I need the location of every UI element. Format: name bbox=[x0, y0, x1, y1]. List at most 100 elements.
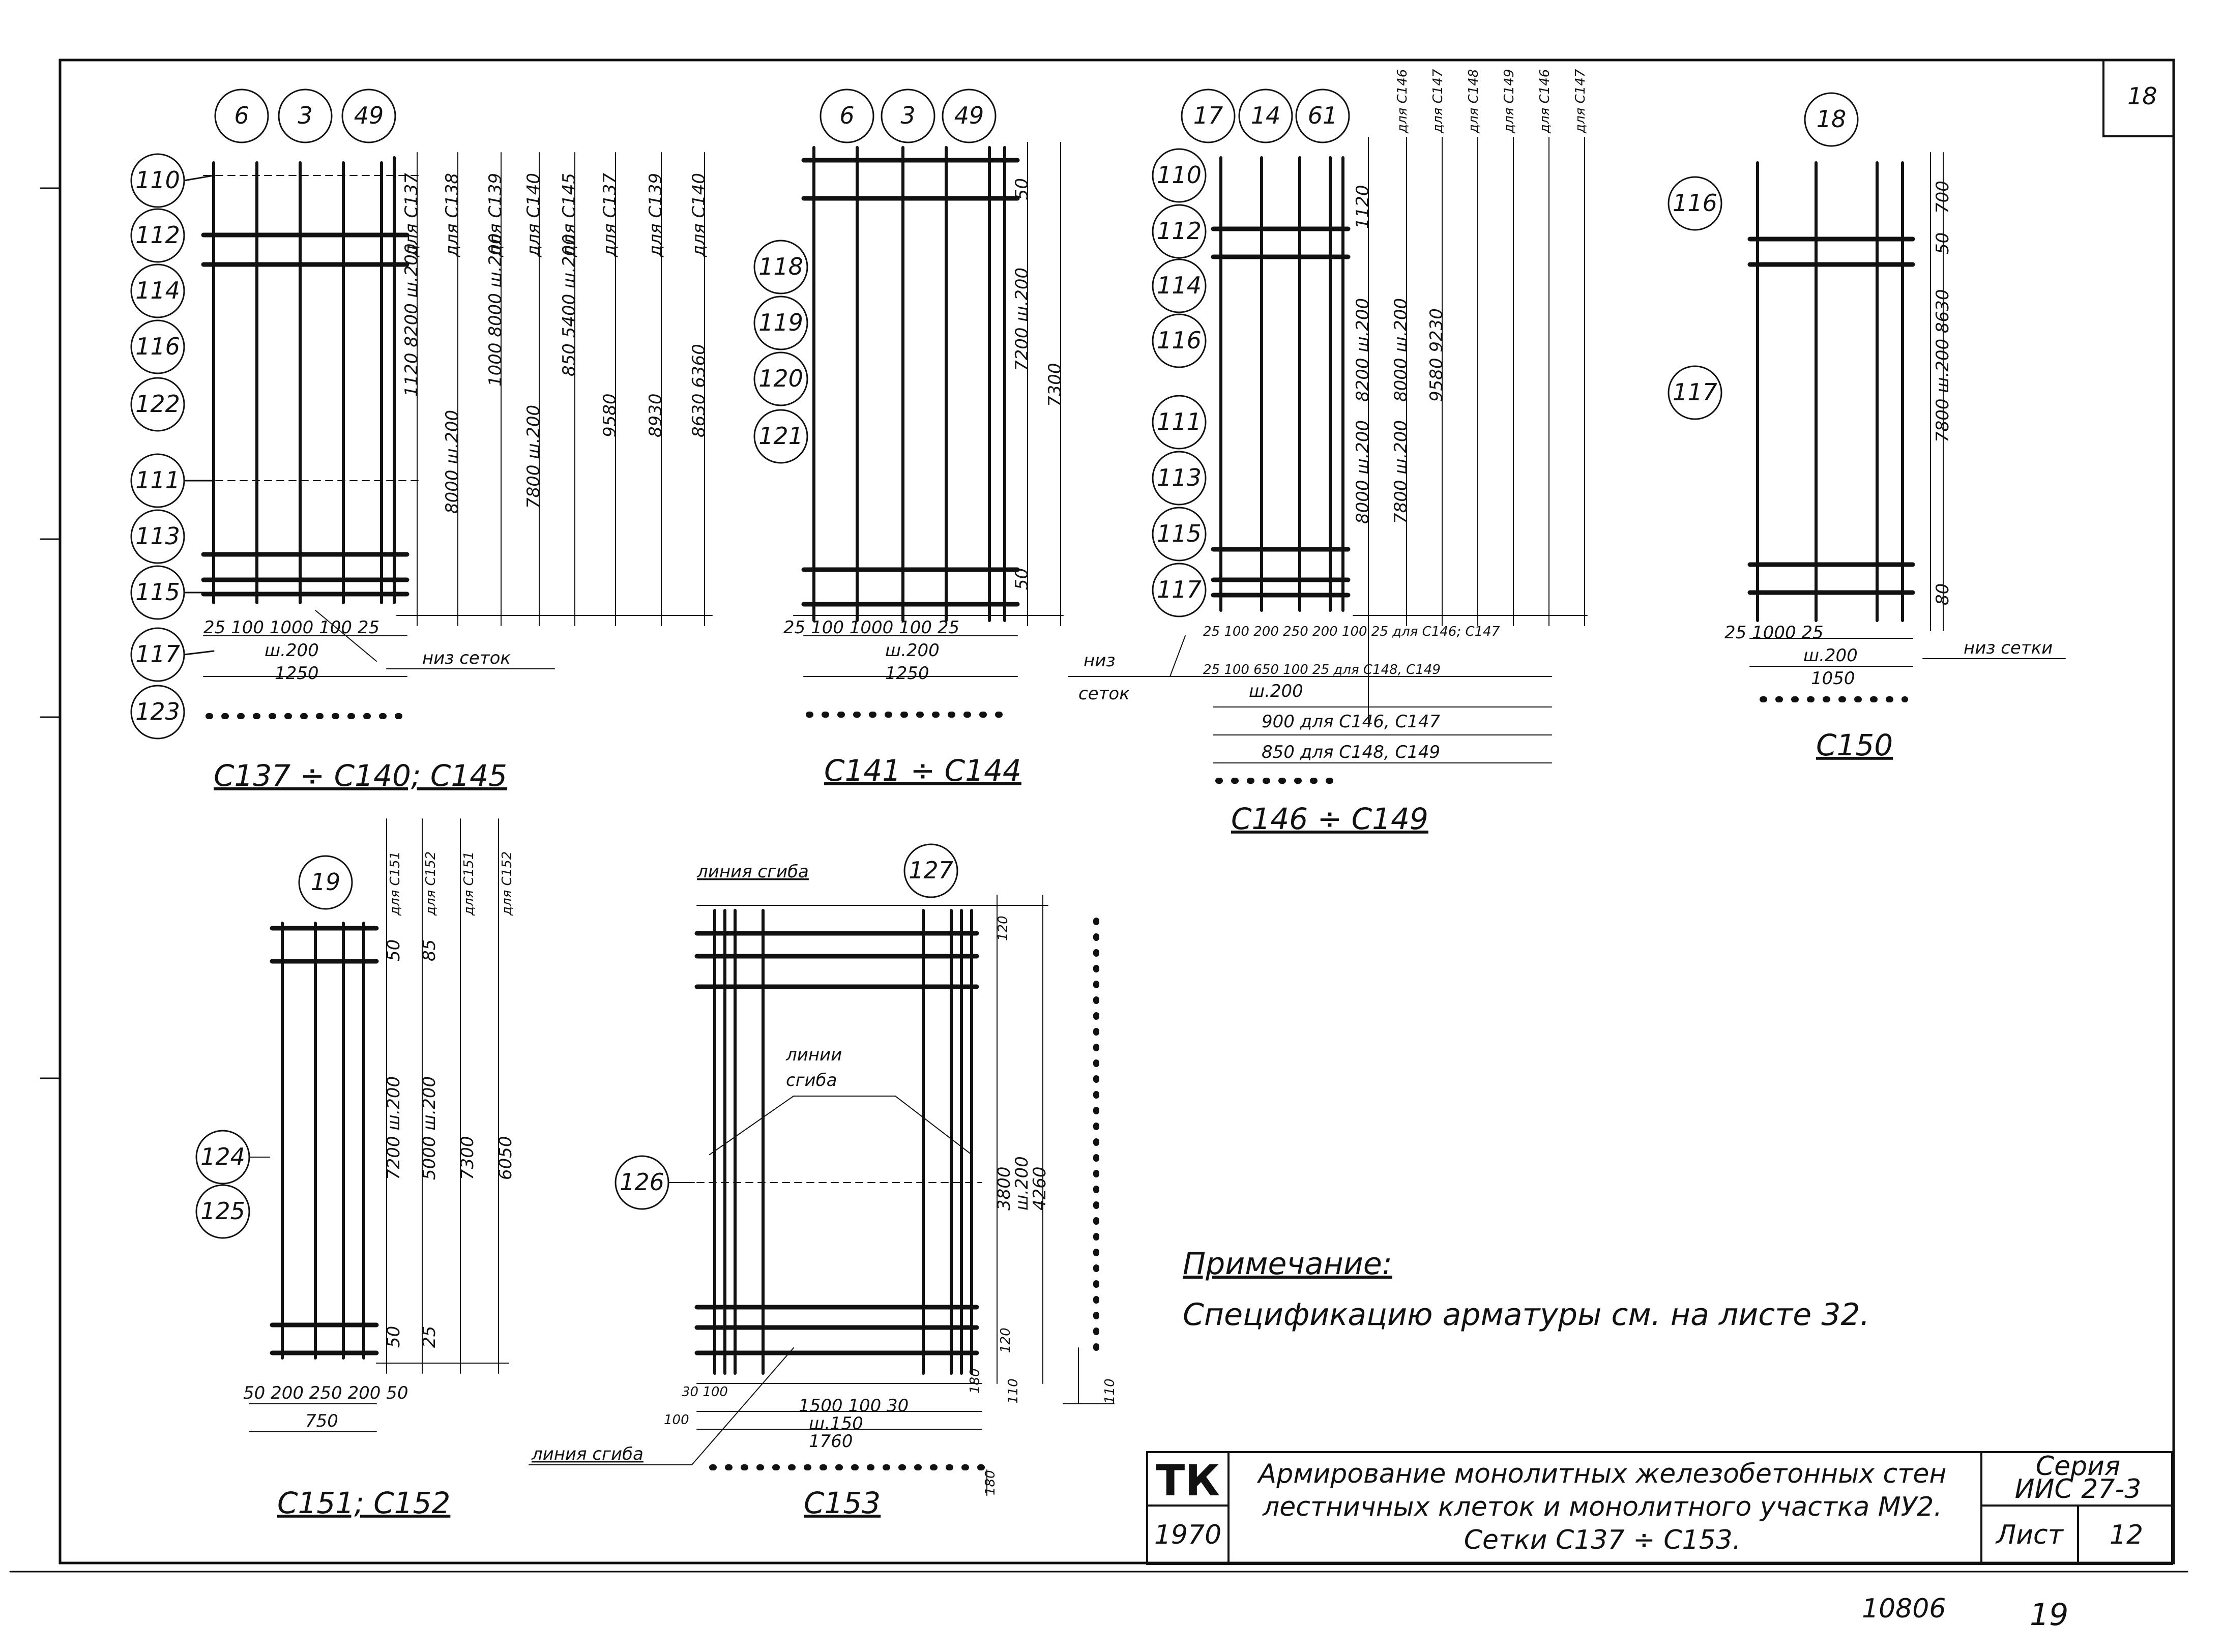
dim-text: для С137 bbox=[401, 173, 422, 258]
dim-text: 3800 bbox=[994, 1166, 1014, 1211]
dim-text: 1250 bbox=[275, 663, 319, 684]
fold-line-label: линии bbox=[785, 1045, 842, 1065]
dim-text: для С137 bbox=[600, 173, 620, 258]
callout-label: 116 bbox=[1673, 189, 1717, 217]
title-line: Сетки С137 ÷ С153. bbox=[1464, 1525, 1741, 1555]
callout-label: 18 bbox=[1817, 105, 1847, 133]
dim-text: для С140 bbox=[523, 173, 544, 257]
callout-circle bbox=[130, 509, 185, 564]
dim-text: 5000 ш.200 bbox=[419, 1076, 440, 1180]
callout-label: 110 bbox=[1157, 161, 1202, 189]
callout-circle bbox=[130, 319, 185, 374]
dim-text: 7200 ш.200 bbox=[1012, 268, 1032, 371]
dim-text: 7200 ш.200 bbox=[384, 1076, 404, 1180]
series-label: Серия bbox=[2036, 1451, 2120, 1482]
callout-label: 122 bbox=[135, 390, 180, 418]
dim-text: для С151 bbox=[461, 851, 477, 916]
mesh-c137-c145: 6 3 49 110 112 114 116 122 111 113 115 1… bbox=[130, 88, 713, 793]
dim-text: 1120 8200 ш.200 bbox=[401, 244, 422, 397]
dim-text: 8000 ш.200 bbox=[442, 410, 462, 514]
dim-text: 25 100 1000 100 25 bbox=[783, 617, 959, 638]
title-line: Армирование монолитных железобетонных ст… bbox=[1257, 1459, 1947, 1489]
dim-text: 25 1000 25 bbox=[1724, 623, 1824, 643]
dim-text: для С146 bbox=[1537, 69, 1553, 134]
callout-circle bbox=[278, 88, 333, 143]
callout-label: 113 bbox=[135, 522, 180, 550]
callout-label: 3 bbox=[298, 102, 312, 129]
dim-text: 50 bbox=[1933, 232, 1953, 254]
dim-text: 4260 bbox=[1030, 1166, 1050, 1211]
archive-number: 10806 bbox=[1862, 1594, 1946, 1624]
sheet-frame bbox=[58, 58, 2175, 1565]
dim-text: 120 bbox=[998, 1328, 1013, 1353]
dim-text: для С146 bbox=[1395, 69, 1410, 134]
dim-text: 25 100 1000 100 25 bbox=[203, 617, 379, 638]
callout-label: 124 bbox=[200, 1143, 245, 1170]
dim-text: 50 bbox=[384, 1326, 404, 1348]
dim-text: 25 bbox=[419, 1326, 440, 1348]
dim-text: 180 bbox=[968, 1368, 983, 1394]
dim-text: 110 bbox=[1102, 1378, 1118, 1404]
mesh-caption: С153 bbox=[804, 1486, 881, 1520]
callout-label: 3 bbox=[900, 102, 915, 129]
callout-circle bbox=[341, 88, 396, 143]
mesh-caption: С150 bbox=[1816, 728, 1893, 762]
page-footer-number: 19 bbox=[2030, 1597, 2068, 1633]
callout-label: 6 bbox=[234, 102, 249, 129]
note-text: Спецификацию арматуры см. на листе 32. bbox=[1183, 1297, 1870, 1333]
dim-text: ш.200 bbox=[1803, 645, 1858, 666]
year: 1970 bbox=[1154, 1520, 1221, 1550]
dim-text: 25 100 650 100 25 для С148, С149 bbox=[1203, 662, 1441, 677]
dim-text: 9580 9230 bbox=[1426, 308, 1447, 402]
callout-label: 127 bbox=[909, 857, 953, 884]
callout-label: 114 bbox=[135, 277, 180, 304]
callout-circle bbox=[130, 685, 185, 740]
dim-text: 25 100 200 250 200 100 25 для С146; С147 bbox=[1203, 624, 1500, 639]
dim-text: ш.200 bbox=[1012, 1156, 1032, 1211]
dim-text: 8630 6360 bbox=[689, 344, 709, 437]
dim-text: 50 200 250 200 50 bbox=[243, 1383, 408, 1403]
callout-label: 49 bbox=[354, 102, 384, 129]
callout-circle bbox=[130, 263, 185, 318]
dim-text: 7800 ш.200 bbox=[523, 405, 544, 509]
dim-text: для С149 bbox=[1502, 69, 1517, 134]
dim-text: 1250 bbox=[885, 663, 929, 684]
dim-text: 180 bbox=[983, 1470, 998, 1495]
callout-label: 115 bbox=[1157, 520, 1202, 547]
dim-text: 9580 bbox=[600, 393, 620, 437]
dim-text: 7300 bbox=[457, 1136, 478, 1180]
dim-text: для С145 bbox=[559, 173, 579, 257]
callout-label: 17 bbox=[1193, 102, 1223, 129]
dim-text: для С152 bbox=[500, 851, 515, 916]
note-text: низ сеток bbox=[422, 648, 511, 668]
mesh-c150: 18 116 117 700 50 7800 bbox=[1668, 92, 2066, 762]
callout-label: 112 bbox=[1157, 217, 1202, 245]
mesh-caption: С146 ÷ С149 bbox=[1231, 802, 1428, 836]
note-block: Примечание: Спецификацию арматуры см. на… bbox=[1183, 1246, 1870, 1333]
dim-text: для С139 bbox=[646, 173, 666, 257]
dim-text: 8000 ш.200 bbox=[1353, 420, 1373, 524]
callout-label: 14 bbox=[1251, 102, 1281, 129]
mesh-caption: С137 ÷ С140; С145 bbox=[214, 758, 507, 793]
title-block: ТК 1970 Армирование монолитных железобет… bbox=[1146, 1451, 2173, 1565]
dim-text: для С138 bbox=[442, 173, 462, 257]
mesh-caption: С151; С152 bbox=[277, 1486, 450, 1520]
dim-text: 100 bbox=[664, 1412, 689, 1428]
dim-text: 110 bbox=[1006, 1378, 1021, 1404]
callout-label: 111 bbox=[1157, 408, 1202, 435]
dim-text: ш.200 bbox=[265, 640, 319, 661]
dim-text: 700 bbox=[1933, 181, 1953, 214]
page-number-box bbox=[2102, 59, 2175, 137]
sheet-value: 12 bbox=[2110, 1520, 2143, 1550]
mesh-c151-c152: 19 124 125 для С151 для bbox=[195, 818, 516, 1520]
dim-text: 8200 ш.200 bbox=[1353, 298, 1373, 402]
dim-text: 850 5400 ш.200 bbox=[559, 234, 579, 376]
note-text: низ bbox=[1084, 651, 1115, 671]
dim-text: 6050 bbox=[495, 1136, 516, 1180]
callout-label: 117 bbox=[135, 640, 180, 668]
dim-text: 900 для С146, С147 bbox=[1262, 712, 1440, 732]
callout-label: 121 bbox=[758, 422, 803, 450]
callout-label: 110 bbox=[135, 166, 180, 194]
sheet-label: Лист bbox=[1995, 1520, 2064, 1550]
